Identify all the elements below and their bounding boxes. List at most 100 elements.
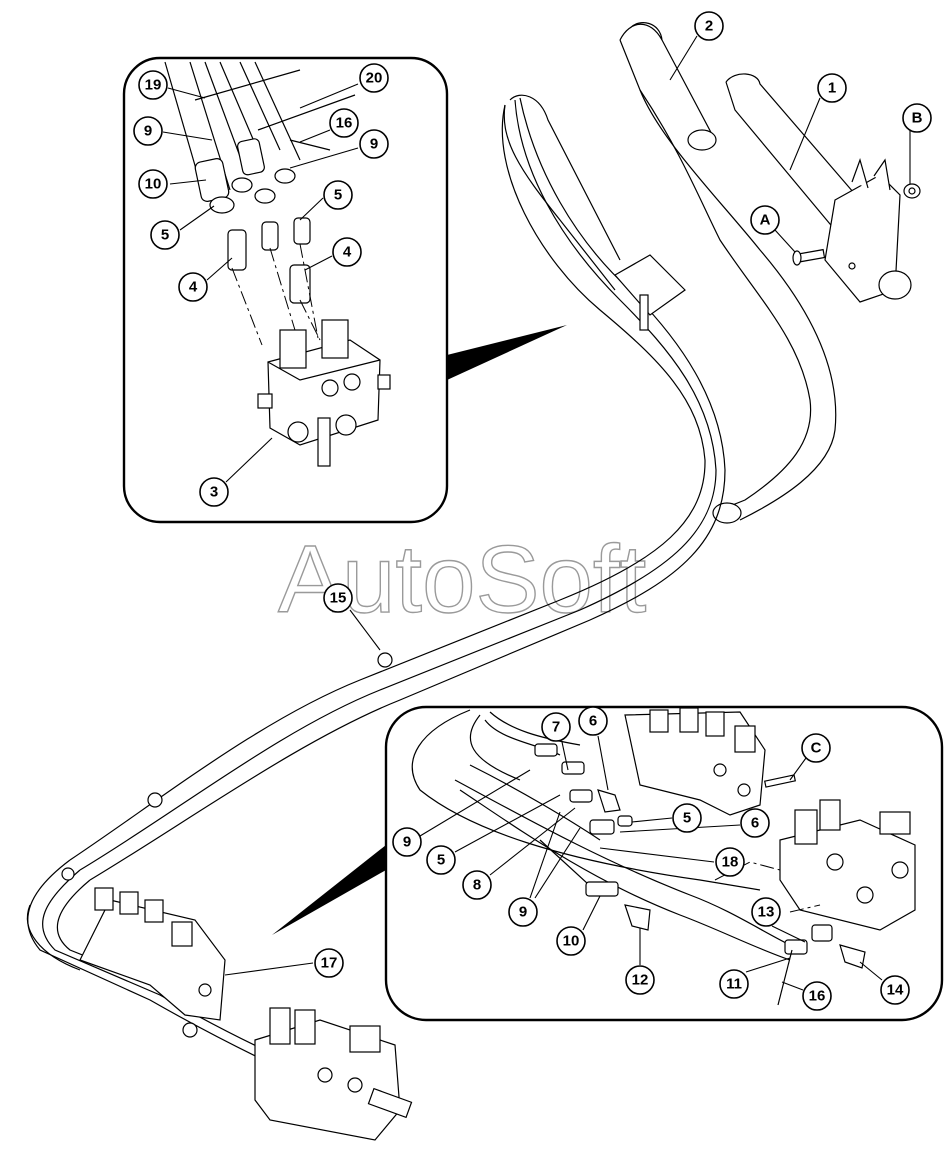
callout-circle [508,897,538,927]
callout-number: 6 [589,713,597,730]
callout-5: 5 [323,180,353,210]
nut-b [903,183,921,199]
callout-circle [323,180,353,210]
callout-number: 1 [828,80,836,97]
callout-16: 16 [329,108,359,138]
callout-circle [138,70,168,100]
inset-detail-top [122,56,567,524]
callout-circle [359,129,389,159]
callout-circle [719,969,749,999]
callout-number: 17 [321,955,338,972]
callout-18: 18 [715,847,745,877]
callout-number: 12 [632,972,649,989]
callout-14: 14 [880,975,910,1005]
callout-circle [133,116,163,146]
callout-number: 4 [343,244,352,261]
callout-number: 5 [334,187,342,204]
valve-block-lower [254,1007,413,1141]
callout-circle [556,926,586,956]
callout-number: 8 [473,877,481,894]
callout-4: 4 [332,237,362,267]
callout-16: 16 [802,981,832,1011]
callout-number: 7 [552,719,560,736]
callout-A: A [750,205,780,235]
callout-number: 5 [161,227,169,244]
callout-20: 20 [359,63,389,93]
callout-circle [462,870,492,900]
callout-4: 4 [178,272,208,302]
callout-number: 14 [887,982,904,999]
valve-block-17 [79,887,226,1021]
callout-circle [138,169,168,199]
callout-17: 17 [314,948,344,978]
callout-circle [199,477,229,507]
callout-circle [817,73,847,103]
callout-13: 13 [751,897,781,927]
callout-circle [332,237,362,267]
callout-number: 6 [751,815,759,832]
callout-B: B [902,103,932,133]
callout-number: 9 [403,834,411,851]
callout-number: 16 [336,115,353,132]
callout-number: 5 [683,810,691,827]
callout-12: 12 [625,965,655,995]
callout-7: 7 [541,712,571,742]
watermark-text: AutoSoft [278,526,646,633]
callout-circle [880,975,910,1005]
callout-circle [178,272,208,302]
callout-2: 2 [694,11,724,41]
callout-number: 13 [758,904,775,921]
callout-circle [541,712,571,742]
callout-C: C [801,733,831,763]
callout-number: A [760,212,771,229]
callout-number: C [811,740,822,757]
callout-19: 19 [138,70,168,100]
callout-9: 9 [508,897,538,927]
callout-number: 16 [809,988,826,1005]
callout-11: 11 [719,969,749,999]
callout-circle [802,981,832,1011]
callout-circle [359,63,389,93]
callout-circle [625,965,655,995]
callout-circle [150,220,180,250]
callout-circle [750,205,780,235]
callout-9: 9 [392,827,422,857]
callout-number: 10 [145,176,162,193]
bolt-a [792,248,826,266]
callout-number: 9 [519,904,527,921]
callout-circle [715,847,745,877]
tube-1-with-bracket [725,73,912,303]
callout-circle [323,583,353,613]
callout-5: 5 [672,803,702,833]
callout-circle [392,827,422,857]
callout-number: 18 [722,854,739,871]
callout-6: 6 [578,706,608,736]
upper-hose-bundle [69,94,726,881]
callout-number: 9 [370,136,378,153]
callout-5: 5 [426,845,456,875]
callout-number: 2 [705,18,713,35]
callout-circle [672,803,702,833]
callout-15: 15 [323,583,353,613]
callout-number: B [912,110,923,127]
callout-circle [694,11,724,41]
callout-circle [751,897,781,927]
callout-1: 1 [817,73,847,103]
callout-circle [578,706,608,736]
callout-9: 9 [359,129,389,159]
callout-10: 10 [138,169,168,199]
callout-circle [740,808,770,838]
callout-number: 20 [366,70,383,87]
callout-circle [314,948,344,978]
callout-6: 6 [740,808,770,838]
callout-number: 3 [210,484,218,501]
callout-number: 5 [437,852,445,869]
callout-number: 11 [726,976,742,993]
callout-10: 10 [556,926,586,956]
callout-5: 5 [150,220,180,250]
callout-circle [801,733,831,763]
callout-circle [426,845,456,875]
callout-number: 15 [330,590,347,607]
